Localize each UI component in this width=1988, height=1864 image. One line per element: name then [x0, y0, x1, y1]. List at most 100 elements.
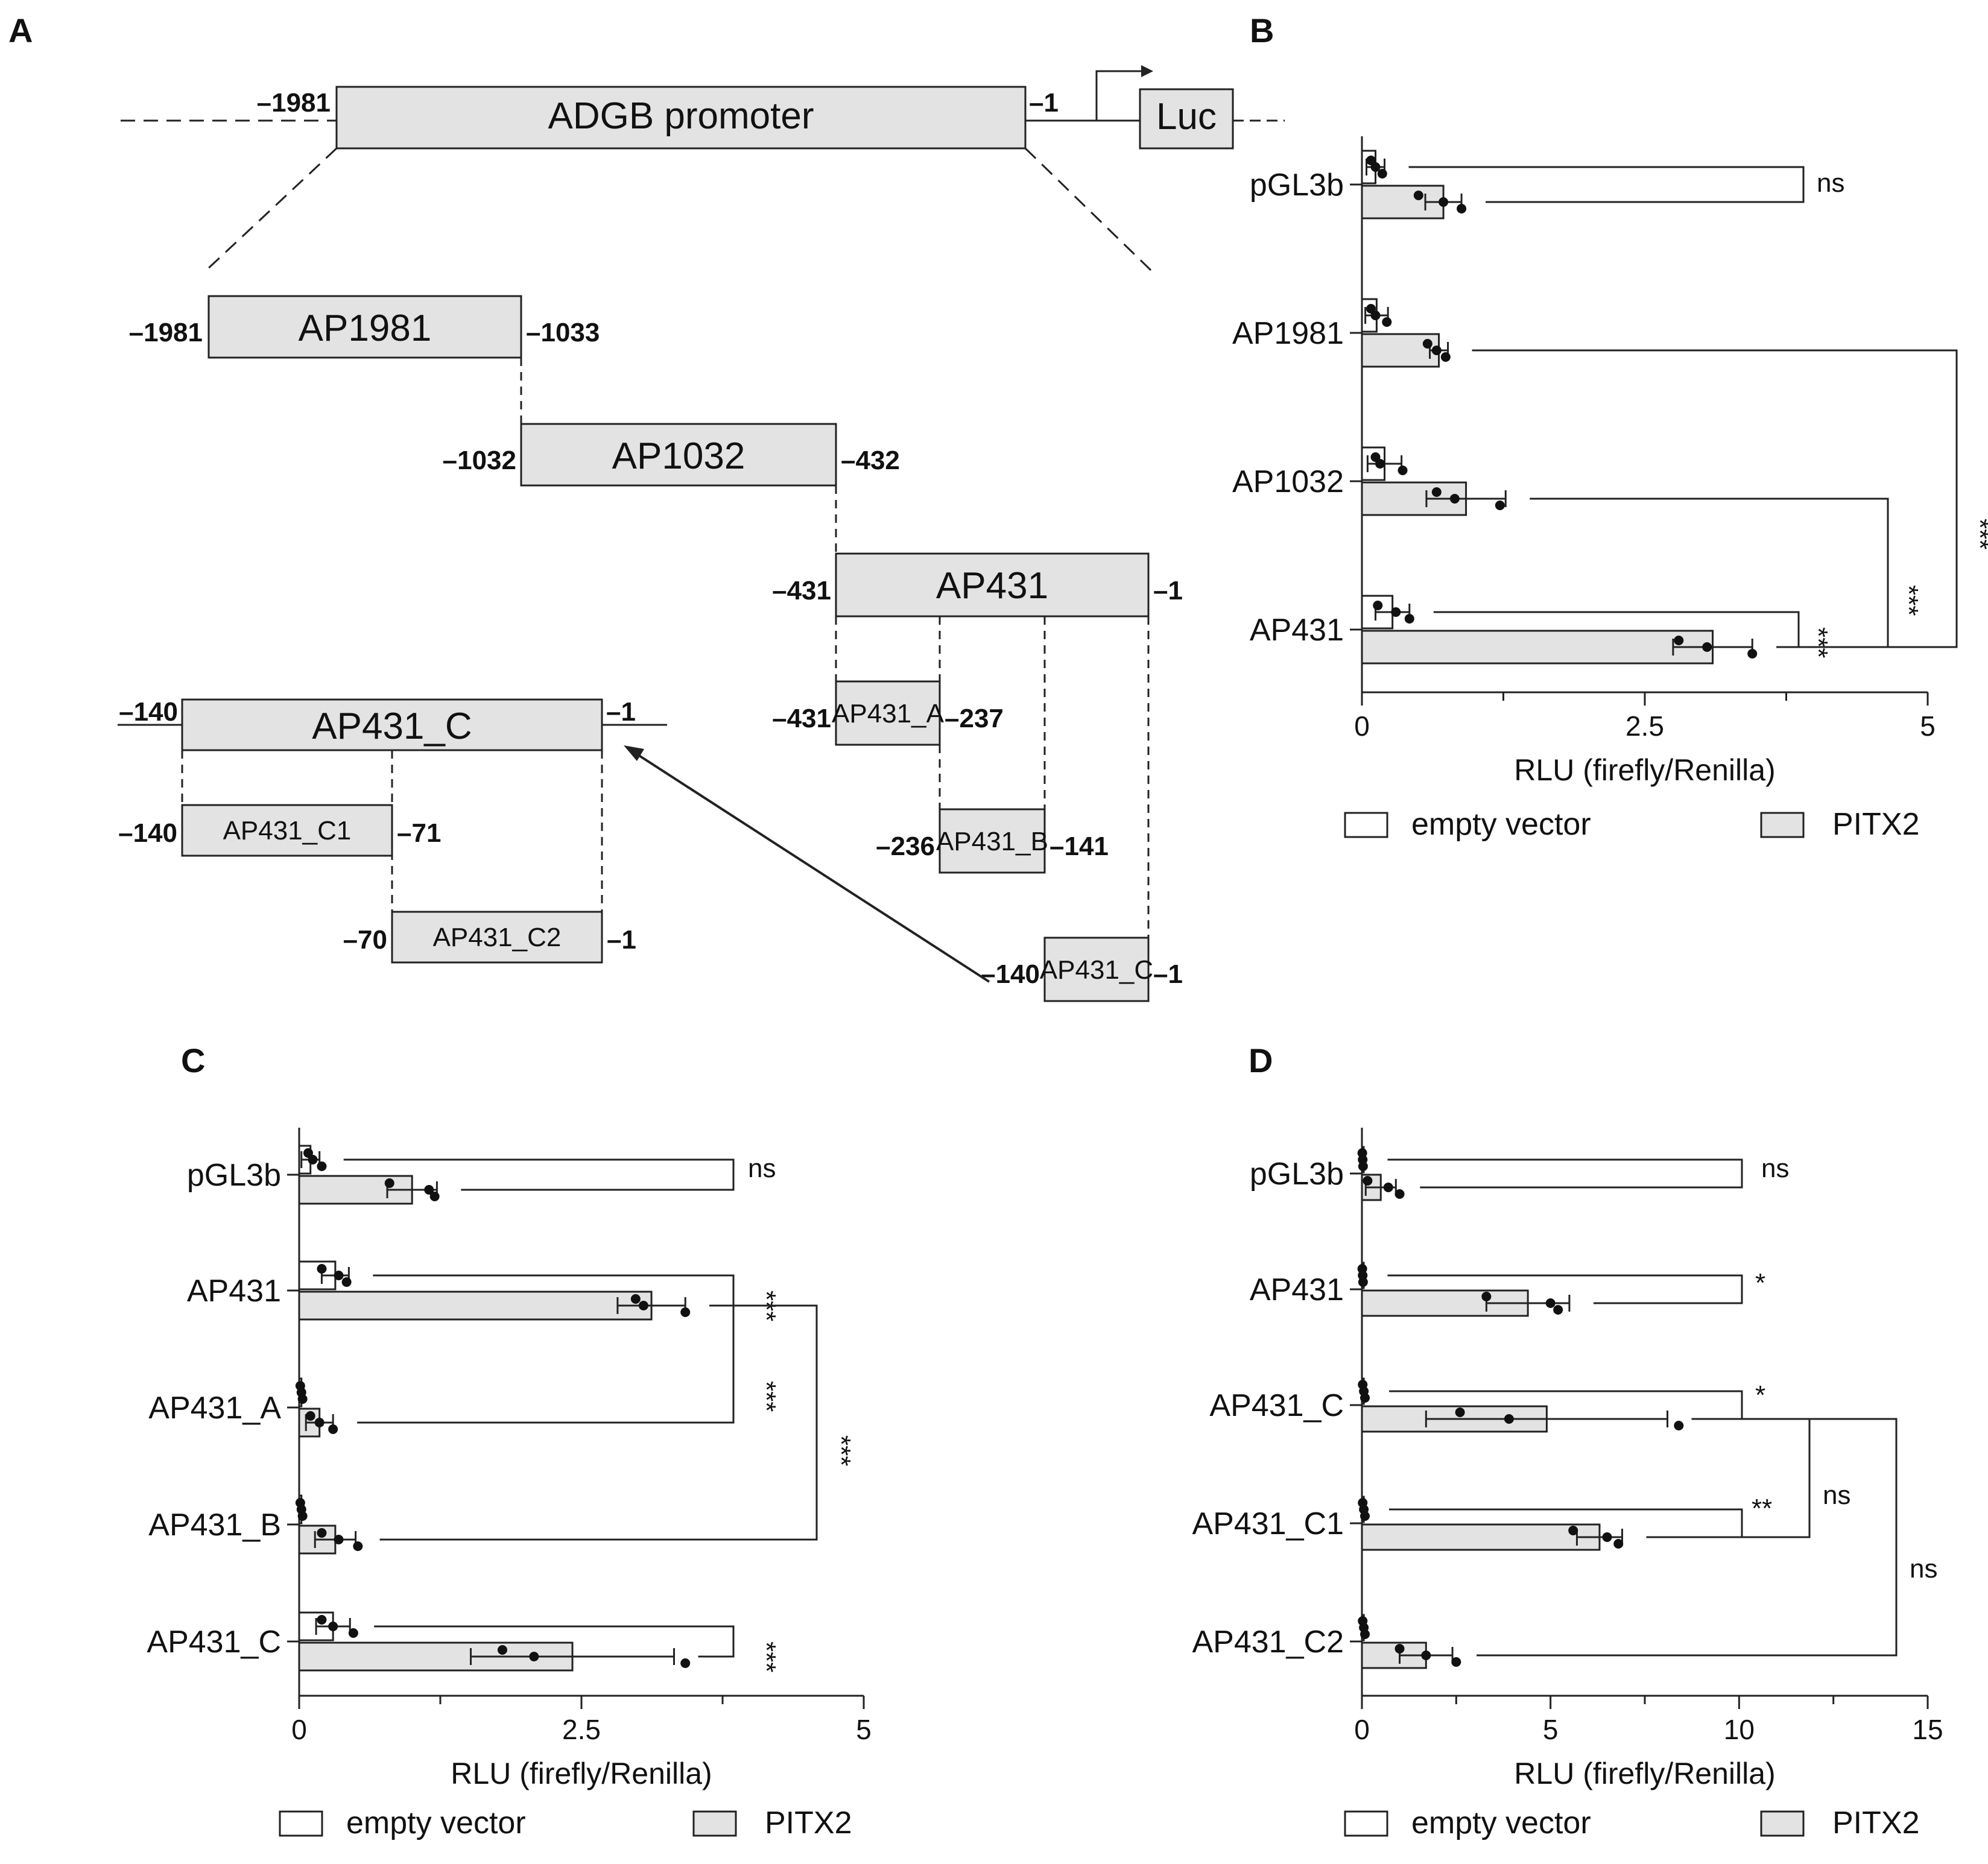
bar — [1361, 630, 1714, 665]
significance-label: *** — [1803, 627, 1833, 658]
data-point — [1370, 311, 1381, 320]
data-point — [1394, 1189, 1405, 1199]
construct-ap431-c1 — [181, 804, 393, 857]
data-point — [1455, 1407, 1465, 1417]
construct-end: –141 — [1049, 832, 1109, 861]
panel-a-construct-map: A ADGB promoter –1981 –1 Luc AP1981 –198… — [8, 11, 1285, 1002]
construct-start: –1981 — [129, 318, 203, 347]
data-point — [1358, 1161, 1368, 1171]
construct-start: –140 — [981, 959, 1040, 989]
data-point — [1568, 1526, 1578, 1535]
x-tick-label: 5 — [856, 1714, 872, 1745]
construct-end: –1 — [1153, 576, 1183, 605]
construct-end: –1 — [1153, 959, 1183, 989]
data-point — [353, 1541, 363, 1551]
data-point — [308, 1155, 318, 1164]
legend-swatch-empty-vector — [1344, 1810, 1388, 1837]
construct-ap431-a — [835, 680, 941, 746]
data-point — [328, 1424, 338, 1434]
data-point — [680, 1658, 691, 1668]
construct-start: –431 — [772, 704, 831, 733]
legend-label-empty-vector: empty vector — [1411, 807, 1591, 842]
construct-label: AP1981 — [299, 308, 432, 349]
category-label: AP431_C2 — [1192, 1625, 1344, 1660]
data-point — [305, 1411, 315, 1421]
construct-end: –1 — [606, 697, 636, 727]
construct-start: –140 — [119, 697, 178, 727]
data-point — [429, 1192, 440, 1201]
data-point — [1702, 642, 1712, 652]
significance-label: ** — [1752, 1494, 1772, 1523]
panel-label-c: C — [181, 1041, 205, 1079]
data-point — [638, 1301, 648, 1310]
data-point — [334, 1535, 344, 1544]
data-point — [1431, 487, 1442, 497]
construct-label: AP431_C2 — [433, 923, 562, 952]
data-point — [497, 1645, 507, 1655]
promoter-label: ADGB promoter — [548, 95, 814, 137]
data-point — [1451, 1657, 1461, 1667]
data-point — [1481, 1292, 1492, 1301]
construct-end: –237 — [945, 704, 1004, 733]
significance-bracket — [1472, 349, 1958, 648]
construct-ap431-c2 — [391, 911, 603, 964]
data-point — [1440, 352, 1451, 362]
legend-swatch-empty-vector — [1344, 812, 1388, 838]
data-point — [1394, 1644, 1405, 1654]
x-tick-label: 0 — [1354, 710, 1370, 742]
construct-ap431-c — [1043, 937, 1150, 1002]
data-point — [1553, 1305, 1563, 1315]
bar — [1361, 1523, 1601, 1551]
x-axis-label: RLU (firefly/Renilla) — [451, 1757, 712, 1790]
data-point — [1422, 339, 1432, 349]
significance-bracket — [1387, 1274, 1743, 1304]
category-label: AP1981 — [1232, 316, 1344, 351]
legend-swatch-empty-vector — [279, 1810, 323, 1837]
construct-label: AP1032 — [612, 435, 746, 477]
significance-label: ns — [748, 1154, 776, 1183]
significance-label: *** — [752, 1381, 781, 1412]
construct-label: AP431_C1 — [223, 816, 352, 845]
category-label: AP431_C — [147, 1625, 281, 1660]
data-point — [1391, 607, 1401, 617]
category-label: AP431 — [1250, 1272, 1344, 1307]
data-point — [297, 1394, 308, 1404]
data-point — [1439, 197, 1449, 207]
data-point — [1360, 1629, 1370, 1639]
significance-bracket — [1387, 1158, 1743, 1189]
data-point — [1504, 1414, 1514, 1424]
construct-end: –1033 — [526, 318, 600, 347]
data-point — [317, 1528, 327, 1538]
significance-bracket — [1646, 1418, 1811, 1538]
data-point — [1358, 1277, 1368, 1287]
legend-label-empty-vector: empty vector — [346, 1806, 526, 1840]
significance-label: ns — [1823, 1480, 1850, 1510]
significance-bracket — [343, 1158, 735, 1191]
construct-ap431 — [835, 552, 1150, 618]
construct-ap1981 — [207, 295, 522, 359]
data-point — [1431, 346, 1442, 355]
data-point — [630, 1294, 641, 1304]
category-label: AP431 — [1250, 613, 1344, 648]
x-axis-label: RLU (firefly/Renilla) — [1514, 753, 1775, 787]
category-label: pGL3b — [187, 1158, 281, 1193]
significance-label: *** — [752, 1641, 781, 1672]
x-tick-label: 5 — [1543, 1714, 1559, 1745]
data-point — [1363, 1176, 1373, 1186]
category-label: AP431_B — [148, 1508, 281, 1543]
construct-end: –1 — [607, 925, 636, 955]
promoter-start: –1981 — [257, 88, 331, 118]
category-label: AP431_A — [148, 1391, 281, 1426]
construct-start: –1032 — [443, 446, 516, 475]
zoom-arrow-icon — [633, 751, 990, 983]
data-point — [1360, 1511, 1370, 1521]
data-point — [341, 1277, 352, 1287]
luc-box — [1139, 88, 1234, 150]
x-tick-label: 0 — [1354, 1714, 1370, 1745]
construct-ap431-b — [939, 808, 1046, 874]
significance-label: * — [1755, 1268, 1765, 1298]
